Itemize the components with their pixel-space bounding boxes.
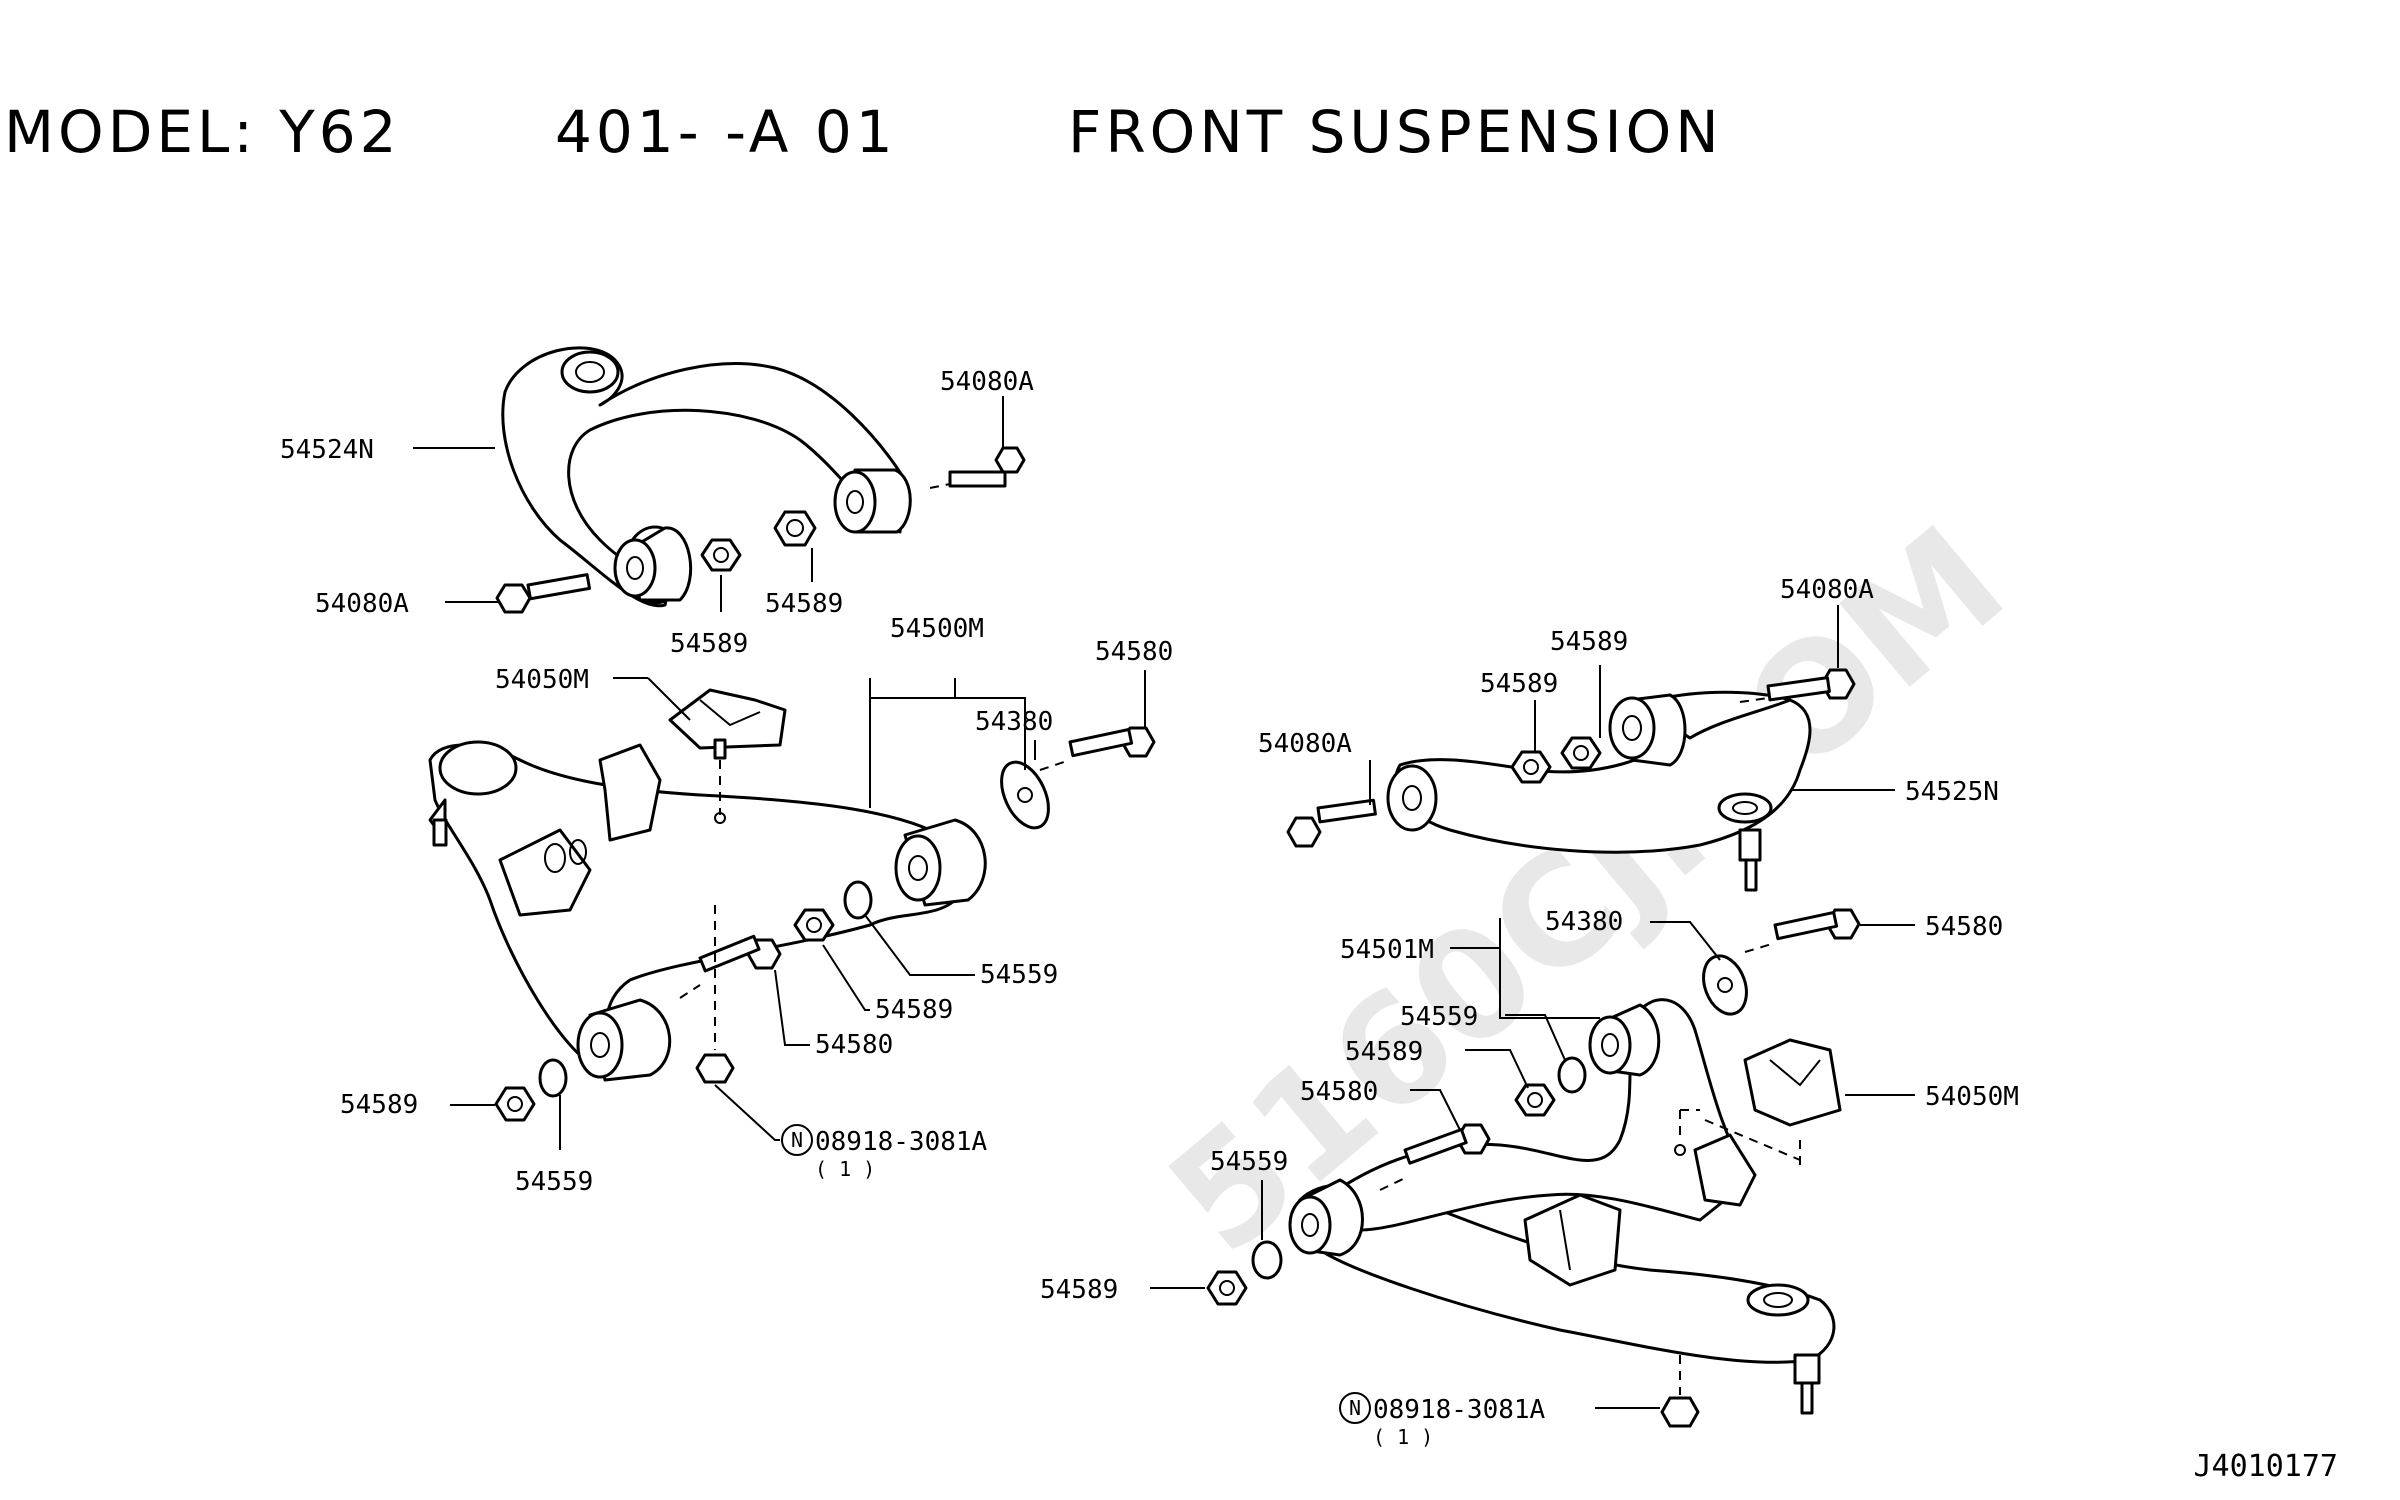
lower-right-control-arm [1288, 998, 1836, 1415]
label-ur-arm: 54525N [1905, 777, 1999, 807]
label-ul-nut-right: 54589 [765, 589, 843, 619]
label-ll-balljoint-nut: N 08918-3081A ( 1 ) [781, 1124, 988, 1181]
label-lr-bolt-mid: 54580 [1300, 1077, 1378, 1107]
label-lr-washer-top: 54380 [1545, 907, 1623, 937]
lr-front-nut [1206, 1270, 1248, 1306]
ul-rear-bolt [495, 573, 592, 614]
lr-mid-washer [1557, 1056, 1587, 1094]
ul-rear-nut [700, 538, 742, 572]
ll-mid-bolt [679, 934, 782, 999]
label-lr-bolt-top: 54580 [1925, 912, 2003, 942]
ul-front-nut [773, 510, 817, 547]
label-lr-nut-mid: 54589 [1345, 1037, 1423, 1067]
lr-ball-joint-nut [1660, 1396, 1700, 1428]
label-lr-balljoint-qty: ( 1 ) [1373, 1425, 1433, 1449]
label-lr-washer-front: 54559 [1210, 1147, 1288, 1177]
label-ll-bumper: 54050M [495, 665, 589, 695]
label-ll-balljoint-qty: ( 1 ) [815, 1157, 875, 1181]
section-number: 401- -A 01 [555, 98, 897, 166]
ll-top-bolt [1039, 726, 1156, 771]
label-ll-assembly: 54500M [890, 614, 984, 644]
label-ul-bolt-right: 54080A [940, 367, 1034, 397]
ur-nut-mid [1510, 750, 1552, 784]
ll-top-washer [1000, 760, 1050, 830]
ur-nut-top [1560, 736, 1602, 770]
label-ul-arm: 54524N [280, 435, 374, 465]
lower-left-control-arm [428, 740, 987, 1082]
label-lr-nut-front: 54589 [1040, 1275, 1118, 1305]
ll-bump-bumper [668, 688, 787, 824]
label-lr-balljoint-nut: N 08918-3081A ( 1 ) [1339, 1392, 1546, 1449]
label-lr-bumper: 54050M [1925, 1082, 2019, 1112]
ur-bolt-left [1286, 798, 1377, 848]
lr-top-washer [1702, 954, 1748, 1016]
model-title: MODEL: Y62 [4, 98, 401, 166]
ll-ball-joint-nut [695, 1053, 735, 1084]
label-ll-bolt-top: 54580 [1095, 637, 1173, 667]
label-lr-balljoint-part: 08918-3081A [1373, 1395, 1546, 1425]
label-ll-washer-mid: 54559 [980, 960, 1058, 990]
label-ll-nut-front: 54589 [340, 1090, 418, 1120]
label-ll-bolt-mid: 54580 [815, 1030, 893, 1060]
label-ul-bolt-left: 54080A [315, 589, 409, 619]
lr-mid-nut [1514, 1083, 1556, 1117]
label-ur-nut-top: 54589 [1550, 627, 1628, 657]
lr-front-washer [1251, 1240, 1283, 1280]
label-ll-washer-top: 54380 [975, 707, 1053, 737]
callout-labels: 54524N 54080A 54080A 54589 54589 54500M … [280, 367, 2019, 1449]
nut-marker-lr: N [1349, 1396, 1361, 1420]
label-ll-washer-front: 54559 [515, 1167, 593, 1197]
label-ul-nut-left: 54589 [670, 629, 748, 659]
ll-front-washer [538, 1058, 568, 1098]
diagram-code: J4010177 [2194, 1449, 2339, 1484]
label-lr-assembly: 54501M [1340, 935, 1434, 965]
ur-bolt-right [1739, 668, 1856, 703]
label-ll-balljoint-part: 08918-3081A [815, 1127, 988, 1157]
ll-mid-nut [793, 908, 835, 942]
label-ur-bolt-left: 54080A [1258, 729, 1352, 759]
ul-front-bolt [929, 446, 1026, 489]
label-lr-washer-mid: 54559 [1400, 1002, 1478, 1032]
leader-lines [413, 396, 1915, 1409]
upper-right-control-arm [1386, 690, 1812, 892]
lr-top-bolt [1744, 908, 1861, 953]
lr-bump-bumper [1674, 1038, 1842, 1165]
nut-marker-ll: N [791, 1128, 803, 1152]
ll-mid-washer [843, 880, 873, 920]
label-ll-nut-mid: 54589 [875, 995, 953, 1025]
ll-front-nut [494, 1086, 536, 1122]
label-ur-nut-mid: 54589 [1480, 669, 1558, 699]
label-ur-bolt-right: 54080A [1780, 575, 1874, 605]
lr-mid-bolt [1379, 1123, 1491, 1191]
page-title: FRONT SUSPENSION [1068, 98, 1723, 166]
upper-left-control-arm [501, 346, 912, 608]
